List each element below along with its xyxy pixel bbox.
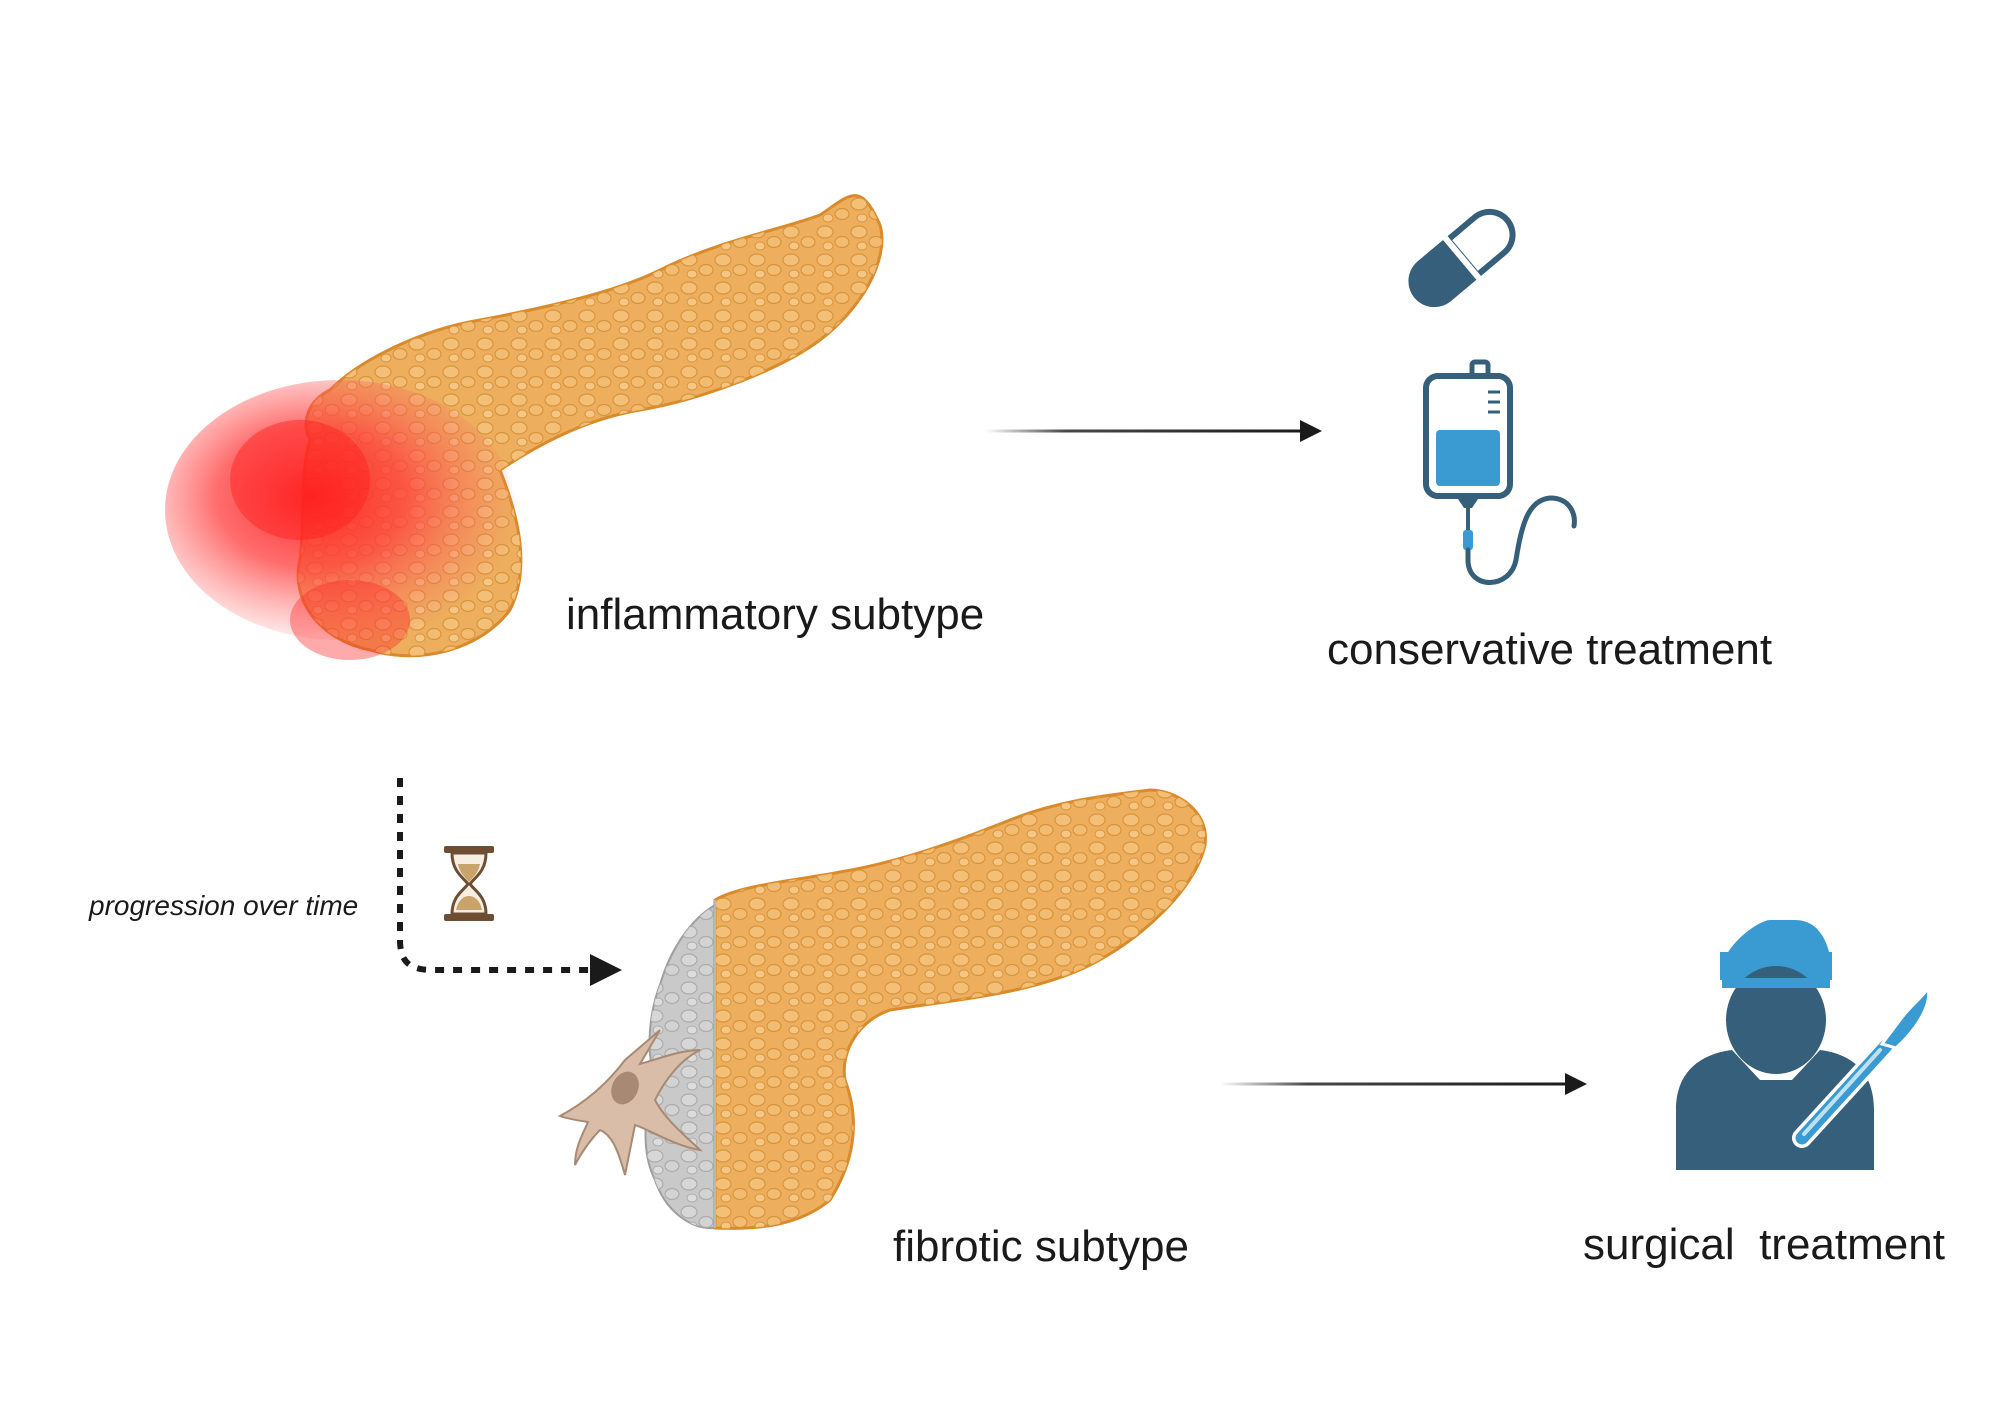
label-surgical-treatment: surgical treatment	[1583, 1220, 1945, 1269]
arrow-to-surgical	[1220, 1073, 1587, 1095]
label-conservative-treatment: conservative treatment	[1327, 625, 1773, 674]
inflammation-glow	[165, 380, 515, 640]
iv-drip-icon	[1423, 359, 1577, 585]
label-fibrotic-subtype: fibrotic subtype	[893, 1222, 1189, 1271]
pill-half	[1452, 214, 1510, 271]
arrow-to-conservative	[985, 420, 1322, 442]
surgeon-icon	[1676, 920, 1874, 1170]
scalpel-icon	[1792, 984, 1931, 1148]
progression-arrow	[397, 778, 622, 986]
fibroblast-cell-icon	[557, 1029, 703, 1176]
label-inflammatory-subtype: inflammatory subtype	[566, 590, 985, 639]
label-progression-over-time: progression over time	[89, 890, 359, 921]
pancreas-illustration-fibrotic	[557, 788, 1207, 1230]
pill-icon	[1408, 208, 1516, 308]
hourglass-icon	[444, 846, 494, 921]
